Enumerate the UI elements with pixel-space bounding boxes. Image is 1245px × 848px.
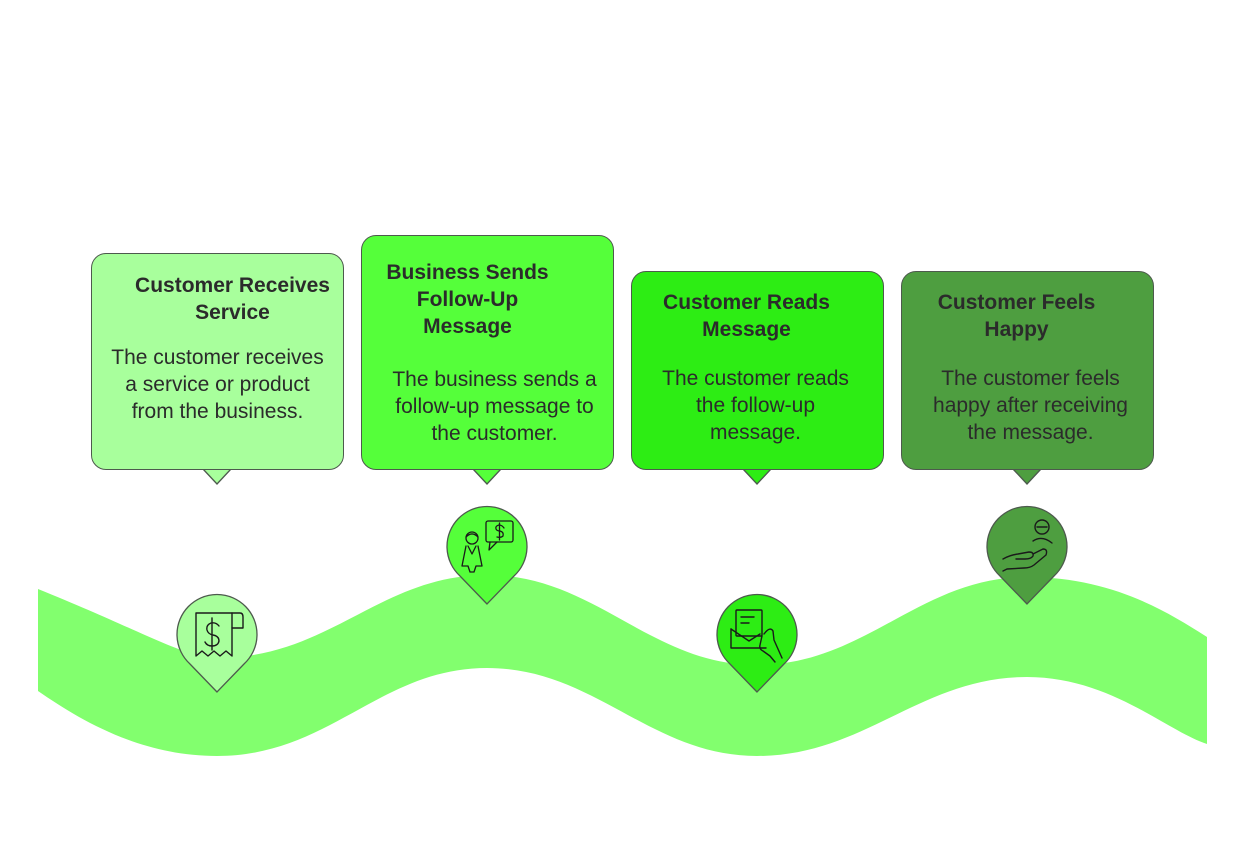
pin-step-2 bbox=[446, 505, 528, 605]
pin-marker-2 bbox=[446, 505, 528, 605]
pin-step-4 bbox=[986, 505, 1068, 605]
pin-step-1 bbox=[176, 593, 258, 693]
card-pointer-2 bbox=[471, 468, 503, 485]
step-2-title: Business Sends Follow-Up Message bbox=[386, 261, 549, 338]
person-chat-dollar-icon bbox=[461, 520, 514, 573]
step-card-3: Customer Reads Message The customer read… bbox=[631, 271, 884, 470]
step-4-title: Customer Feels Happy bbox=[937, 291, 1096, 341]
hand-receiving-icon bbox=[1002, 519, 1053, 572]
pin-marker-1 bbox=[176, 593, 258, 693]
receipt-dollar-icon bbox=[195, 612, 244, 657]
hand-envelope-icon bbox=[730, 609, 783, 663]
card-pointers bbox=[201, 468, 1043, 485]
step-4-description: The customer feels happy after receiving… bbox=[933, 367, 1128, 444]
timeline-wave bbox=[38, 575, 1207, 756]
card-pointer-4 bbox=[1011, 468, 1043, 485]
step-1-description: The customer receives a service or produ… bbox=[111, 346, 324, 423]
step-card-1: Customer Receives Service The customer r… bbox=[91, 253, 344, 470]
pin-marker-3 bbox=[716, 593, 798, 693]
step-card-2: Business Sends Follow-Up Message The bus… bbox=[361, 235, 614, 470]
step-1-title: Customer Receives Service bbox=[135, 274, 330, 324]
card-pointer-3 bbox=[741, 468, 773, 485]
pin-step-3 bbox=[716, 593, 798, 693]
step-2-description: The business sends a follow-up message t… bbox=[392, 368, 597, 445]
step-3-title: Customer Reads Message bbox=[663, 291, 830, 341]
card-pointer-1 bbox=[201, 468, 233, 485]
step-3-description: The customer reads the follow-up message… bbox=[662, 367, 849, 444]
step-card-4: Customer Feels Happy The customer feels … bbox=[901, 271, 1154, 470]
